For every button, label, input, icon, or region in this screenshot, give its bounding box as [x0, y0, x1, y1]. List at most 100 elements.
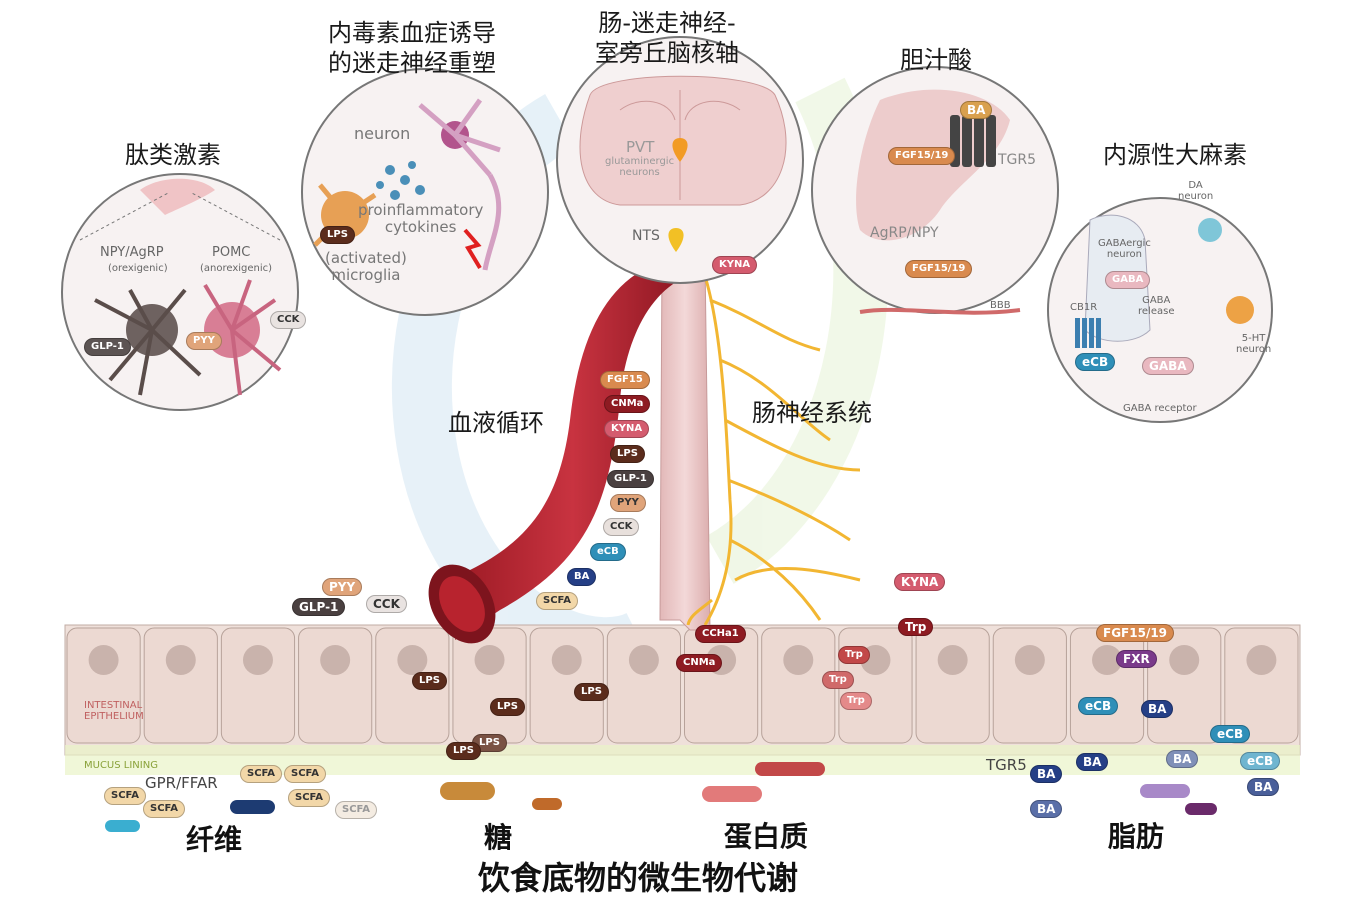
trp-gut-tag-1: Trp	[838, 646, 870, 664]
cell-nucleus	[320, 645, 351, 675]
sugar-label: 糖	[484, 821, 513, 854]
main-caption: 饮食底物的微生物代谢	[478, 859, 799, 897]
scfa-gut-tag-5: SCFA	[288, 789, 330, 807]
da-neuron-label: DA neuron	[1178, 180, 1214, 202]
5ht-neuron-label: 5-HT neuron	[1236, 333, 1272, 355]
vessel-tag-ba: BA	[567, 568, 597, 586]
cb1r-label: CB1R	[1070, 302, 1098, 313]
nts-label: NTS	[632, 228, 660, 244]
epithelial-cell	[915, 627, 990, 744]
gaba-tag-bottom: GABA	[1142, 357, 1194, 375]
lps-gut-tag-5: LPS	[446, 742, 481, 760]
tgr5-gut-label: TGR5	[986, 756, 1027, 774]
pomc-sublabel: (anorexigenic)	[200, 263, 273, 274]
scfa-gut-tag-2: SCFA	[284, 765, 326, 783]
scfa-gut-tag-6: SCFA	[335, 801, 377, 819]
ba-gut-tag-4: BA	[1166, 750, 1199, 768]
blood-circulation-label: 血液循环	[448, 409, 544, 437]
gaba-tag-top: GABA	[1105, 271, 1151, 289]
epithelial-cell	[992, 627, 1067, 744]
cell-nucleus	[165, 645, 196, 675]
vessel-tag-fgf15: FGF15	[600, 371, 650, 389]
epithelium-label: INTESTINAL EPITHELIUM	[84, 700, 144, 722]
glp1-gut-tag: GLP-1	[292, 598, 346, 616]
bbb-label: BBB	[990, 300, 1011, 311]
scfa-gut-tag-3: SCFA	[104, 787, 146, 805]
ecb-gut-tag-2: eCB	[1210, 725, 1251, 743]
tgr5-panel-label: TGR5	[998, 152, 1037, 168]
kyna-gut-tag: KYNA	[894, 573, 946, 591]
cell-nucleus	[628, 645, 659, 675]
pvt-label: PVT	[626, 138, 655, 156]
scfa-gut-tag-1: SCFA	[240, 765, 282, 783]
ecb-gut-tag-3: eCB	[1240, 752, 1281, 770]
cell-nucleus	[783, 645, 814, 675]
trp-gut-tag-3: Trp	[840, 692, 872, 710]
ba-gut-tag-3: BA	[1030, 765, 1063, 783]
vessel-tag-lps: LPS	[610, 445, 645, 463]
ba-gut-tag-6: BA	[1030, 800, 1063, 818]
endotoxin-panel-title: 内毒素血症诱导 的迷走神经重塑	[328, 19, 496, 77]
kyna-brain-tag: KYNA	[712, 256, 758, 274]
gabaergic-neuron-label: GABAergic neuron	[1098, 238, 1151, 260]
fxr-gut-tag: FXR	[1116, 650, 1157, 668]
peptide-panel-title: 肽类激素	[125, 141, 221, 169]
brain-panel-title: 肠-迷走神经- 室旁丘脑核轴	[595, 9, 739, 67]
bile-panel-title: 胆汁酸	[900, 46, 972, 74]
cell-nucleus	[1246, 645, 1277, 675]
vessel-tag-ecb: eCB	[590, 543, 626, 561]
vessel-tag-pyy: PYY	[610, 494, 646, 512]
gaba-release-label: GABA release	[1138, 295, 1175, 317]
ba-gut-tag-1: BA	[1141, 700, 1174, 718]
gaba-receptor-label: GABA receptor	[1123, 403, 1197, 414]
bacteria	[105, 762, 1217, 832]
epithelial-cell	[143, 627, 218, 744]
fat-label: 脂肪	[1108, 820, 1165, 853]
epithelial-cell	[606, 627, 681, 744]
neuron-label: neuron	[354, 124, 411, 143]
pyy-panel-tag: PYY	[186, 332, 222, 350]
vessel-tag-kyna: KYNA	[604, 420, 650, 438]
scfa-gut-tag-4: SCFA	[143, 800, 185, 818]
pvt-sublabel: glutaminergic neurons	[605, 156, 675, 178]
vessel-tag-glp1: GLP-1	[607, 470, 654, 488]
cell-nucleus	[551, 645, 582, 675]
vessel-tag-scfa: SCFA	[536, 592, 578, 610]
gpr-ffar-label: GPR/FFAR	[145, 774, 218, 792]
lps-gut-tag-2: LPS	[490, 698, 525, 716]
glp1-panel-tag: GLP-1	[84, 338, 131, 356]
blood-vessel	[428, 262, 690, 644]
fiber-label: 纤维	[186, 823, 243, 856]
lps-gut-tag-3: LPS	[574, 683, 609, 701]
fgf-gut-tag: FGF15/19	[1096, 624, 1175, 642]
agrp-npy-label: AgRP/NPY	[870, 225, 939, 241]
ecb-gut-tag-1: eCB	[1078, 697, 1119, 715]
microglia-label: (activated) microglia	[325, 249, 407, 284]
cck-panel-tag: CCK	[270, 311, 307, 329]
mucus-lining-label: MUCUS LINING	[84, 760, 158, 771]
vessel-tag-cnma: CNMa	[604, 395, 651, 413]
cell-nucleus	[474, 645, 505, 675]
fgf-panel-tag-bottom: FGF15/19	[905, 260, 973, 278]
trp-gut-tag-2: Trp	[822, 671, 854, 689]
cannabinoid-panel-title: 内源性大麻素	[1103, 141, 1247, 169]
cell-nucleus	[397, 645, 428, 675]
ccha1-gut-tag: CCHa1	[695, 625, 746, 643]
ba-panel-tag: BA	[960, 101, 993, 119]
brain-section	[579, 75, 787, 252]
cell-nucleus	[937, 645, 968, 675]
lps-panel-tag: LPS	[320, 226, 355, 244]
cell-nucleus	[88, 645, 119, 675]
cell-nucleus	[1092, 645, 1123, 675]
cell-nucleus	[1169, 645, 1200, 675]
ba-gut-tag-2: BA	[1076, 753, 1109, 771]
cck-gut-tag: CCK	[366, 595, 407, 613]
npy-agrp-label: NPY/AgRP	[100, 245, 164, 260]
peptide-neurons	[79, 178, 282, 396]
trp-gut-tag-main: Trp	[898, 618, 934, 636]
epithelial-cell	[220, 627, 296, 744]
protein-label: 蛋白质	[724, 820, 809, 853]
ecb-panel-tag: eCB	[1075, 353, 1116, 371]
